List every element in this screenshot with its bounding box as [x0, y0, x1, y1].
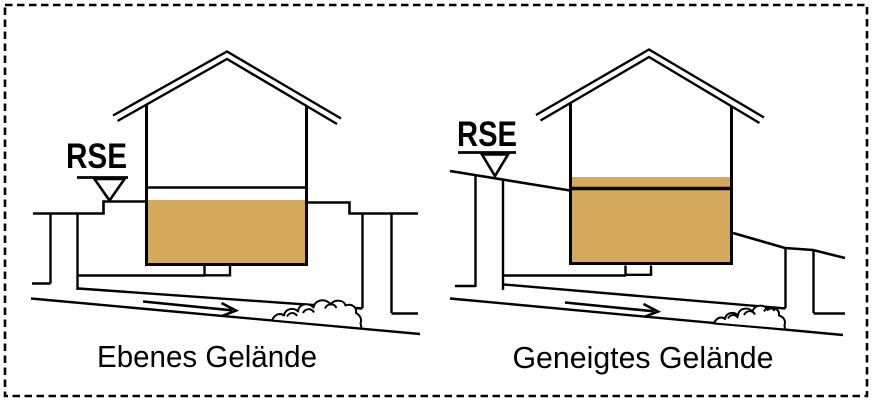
caption-flat-terrain: Ebenes Gelände [97, 339, 317, 374]
manhole-shaft-right [784, 248, 845, 315]
basement-water-fill [570, 177, 732, 264]
basement-water-fill [146, 200, 307, 264]
rse-level-triangle-icon [479, 153, 511, 179]
roof-outer-line [112, 50, 342, 120]
roof-outer-line [535, 48, 765, 119]
blockage-debris [271, 299, 363, 330]
sewer-pipe-top [503, 283, 786, 310]
flow-arrow [564, 301, 662, 319]
flow-arrow [142, 300, 240, 318]
rse-label: RSE [66, 137, 127, 176]
roof-inner-line [539, 55, 761, 125]
panel-sloped-terrain: RSE Geneigtes Gelände [449, 48, 846, 375]
rse-label: RSE [457, 115, 517, 154]
manhole-shaft-right [361, 213, 418, 315]
basement-outlet [203, 266, 232, 277]
slope-line-right [732, 231, 846, 260]
roof-inner-line [116, 57, 338, 126]
dashed-border [3, 3, 869, 398]
slope-line-left [449, 169, 571, 192]
rse-marker: RSE [457, 115, 517, 179]
rse-marker: RSE [66, 137, 128, 203]
ground-line-left [33, 200, 146, 215]
manhole-shaft-left [32, 213, 79, 290]
manhole-shaft-left [455, 175, 505, 290]
blockage-debris [713, 304, 786, 331]
rse-level-triangle-icon [92, 177, 127, 203]
basement-outlet [624, 265, 653, 276]
caption-sloped-terrain: Geneigtes Gelände [513, 340, 774, 375]
panel-flat-terrain: RSE Ebenes Gelände [30, 50, 421, 374]
ground-line-right [307, 201, 418, 215]
